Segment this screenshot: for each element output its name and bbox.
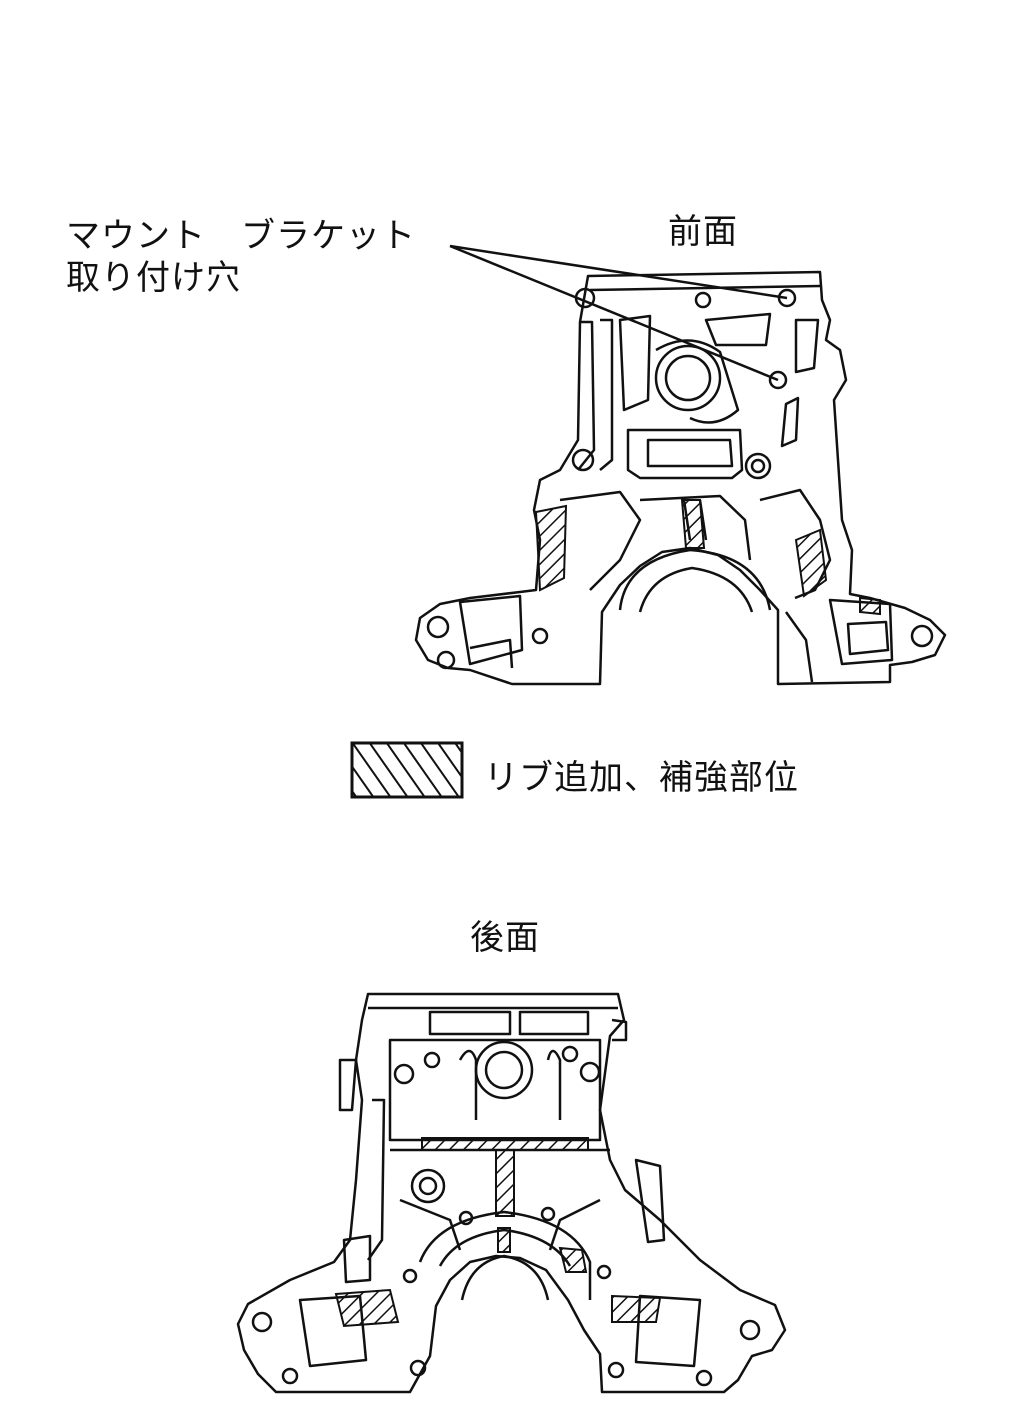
- rear-bolt-hole: [596, 1264, 612, 1280]
- rear-slot: [428, 1010, 512, 1036]
- front-rib-hatched: [534, 504, 568, 592]
- front-rib-hatched: [859, 596, 881, 616]
- front-crank-bore: [618, 548, 772, 611]
- rear-bolt-hole: [540, 1206, 556, 1222]
- front-oil-boss-outer: [654, 344, 722, 412]
- front-pocket: [704, 312, 772, 347]
- rear-slot: [518, 1010, 590, 1036]
- mount-bracket-label: マウント ブラケット: [66, 216, 416, 256]
- rear-rib-hatched: [497, 1227, 511, 1253]
- mount-hole-lower: [768, 370, 788, 390]
- front-top-flange: [589, 284, 821, 292]
- front-bolt-hole: [531, 627, 549, 645]
- mount-hole-label: 取り付け穴: [66, 258, 241, 298]
- rear-oil-boss-outer: [474, 1040, 534, 1100]
- front-bolt-hole: [436, 650, 456, 670]
- rear-bolt-hole: [579, 1061, 601, 1083]
- rear-crank-bore: [418, 1210, 592, 1300]
- rear-bolt-hole: [695, 1369, 713, 1387]
- rear-rib-hatched: [495, 1149, 515, 1217]
- front-bolt-hole: [694, 291, 712, 309]
- rear-bolt-hole: [251, 1311, 273, 1333]
- rear-rib-hatched: [558, 1246, 588, 1273]
- front-window: [626, 428, 744, 480]
- rear-bolt-hole: [739, 1319, 761, 1341]
- legend-hatch-swatch: [350, 741, 464, 799]
- rear-rib-hatched: [611, 1294, 662, 1323]
- rear-oil-boss-inner: [484, 1050, 524, 1090]
- rear-bolt-hole: [409, 1359, 427, 1377]
- front-oil-boss-inner: [664, 354, 712, 402]
- rear-bolt-hole: [393, 1063, 415, 1085]
- rear-view-title: 後面: [470, 918, 540, 958]
- rear-rib-hatched: [421, 1137, 589, 1151]
- rear-rib-hatched: [334, 1288, 400, 1328]
- rear-bolt-hole: [423, 1051, 441, 1069]
- front-view-diagram: [414, 244, 947, 686]
- rear-bolt-hole: [458, 1210, 474, 1226]
- rear-bolt-hole: [402, 1268, 418, 1284]
- rear-bolt-hole: [561, 1045, 579, 1063]
- rear-boss: [410, 1168, 446, 1204]
- front-bolt-hole: [426, 615, 450, 639]
- front-pocket: [780, 396, 800, 448]
- rear-outline: [236, 992, 787, 1394]
- front-rib-hatched: [794, 528, 828, 598]
- leader-line-upper: [449, 244, 788, 300]
- front-pocket: [618, 314, 652, 412]
- front-view-title: 前面: [668, 212, 738, 252]
- rear-bolt-hole: [607, 1361, 625, 1379]
- front-rib-hatched: [680, 499, 706, 549]
- front-pocket: [794, 318, 820, 374]
- legend-label: リブ追加、補強部位: [484, 758, 799, 798]
- leader-line-lower: [449, 244, 779, 382]
- rear-bolt-hole: [281, 1367, 299, 1385]
- front-bolt-hole: [744, 452, 772, 480]
- front-bolt-hole: [910, 624, 934, 648]
- front-bolt-hole: [571, 448, 595, 472]
